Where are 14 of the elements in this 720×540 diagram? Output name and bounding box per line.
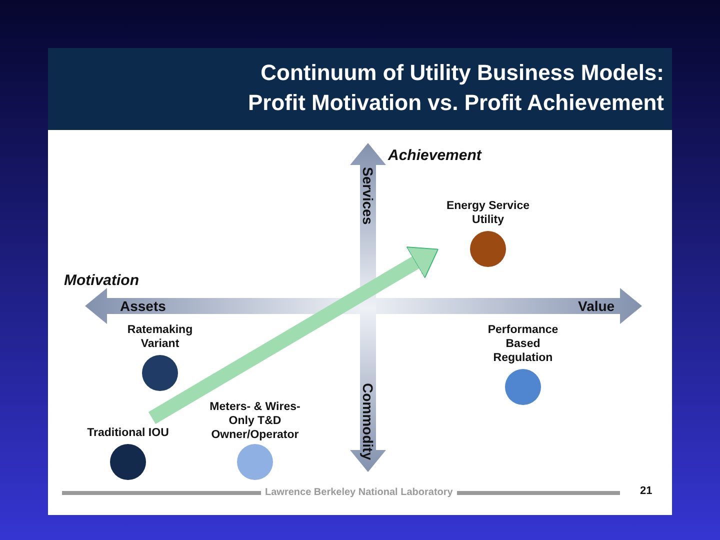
axis-label: Assets bbox=[120, 298, 166, 314]
axis-title: Achievement bbox=[388, 147, 482, 164]
axis-label: Services bbox=[360, 167, 376, 225]
circle-label: Energy Service Utility bbox=[445, 199, 531, 227]
circle-label: Traditional IOU bbox=[86, 426, 170, 440]
axis-label: Value bbox=[578, 298, 615, 314]
footer-text: Lawrence Berkeley National Laboratory bbox=[265, 487, 453, 499]
circle-label: Ratemaking Variant bbox=[126, 323, 194, 351]
axis-label: Commodity bbox=[360, 383, 376, 460]
slide-title: Continuum of Utility Business Models: Profit Motivation vs. Profit Achievement bbox=[246, 59, 664, 117]
circle-label: Performance Based Regulation bbox=[486, 323, 560, 365]
circle-label: Meters- & Wires- Only T&D Owner/Operator bbox=[208, 400, 302, 442]
page-number: 21 bbox=[640, 485, 652, 498]
axis-title: Motivation bbox=[64, 272, 139, 289]
